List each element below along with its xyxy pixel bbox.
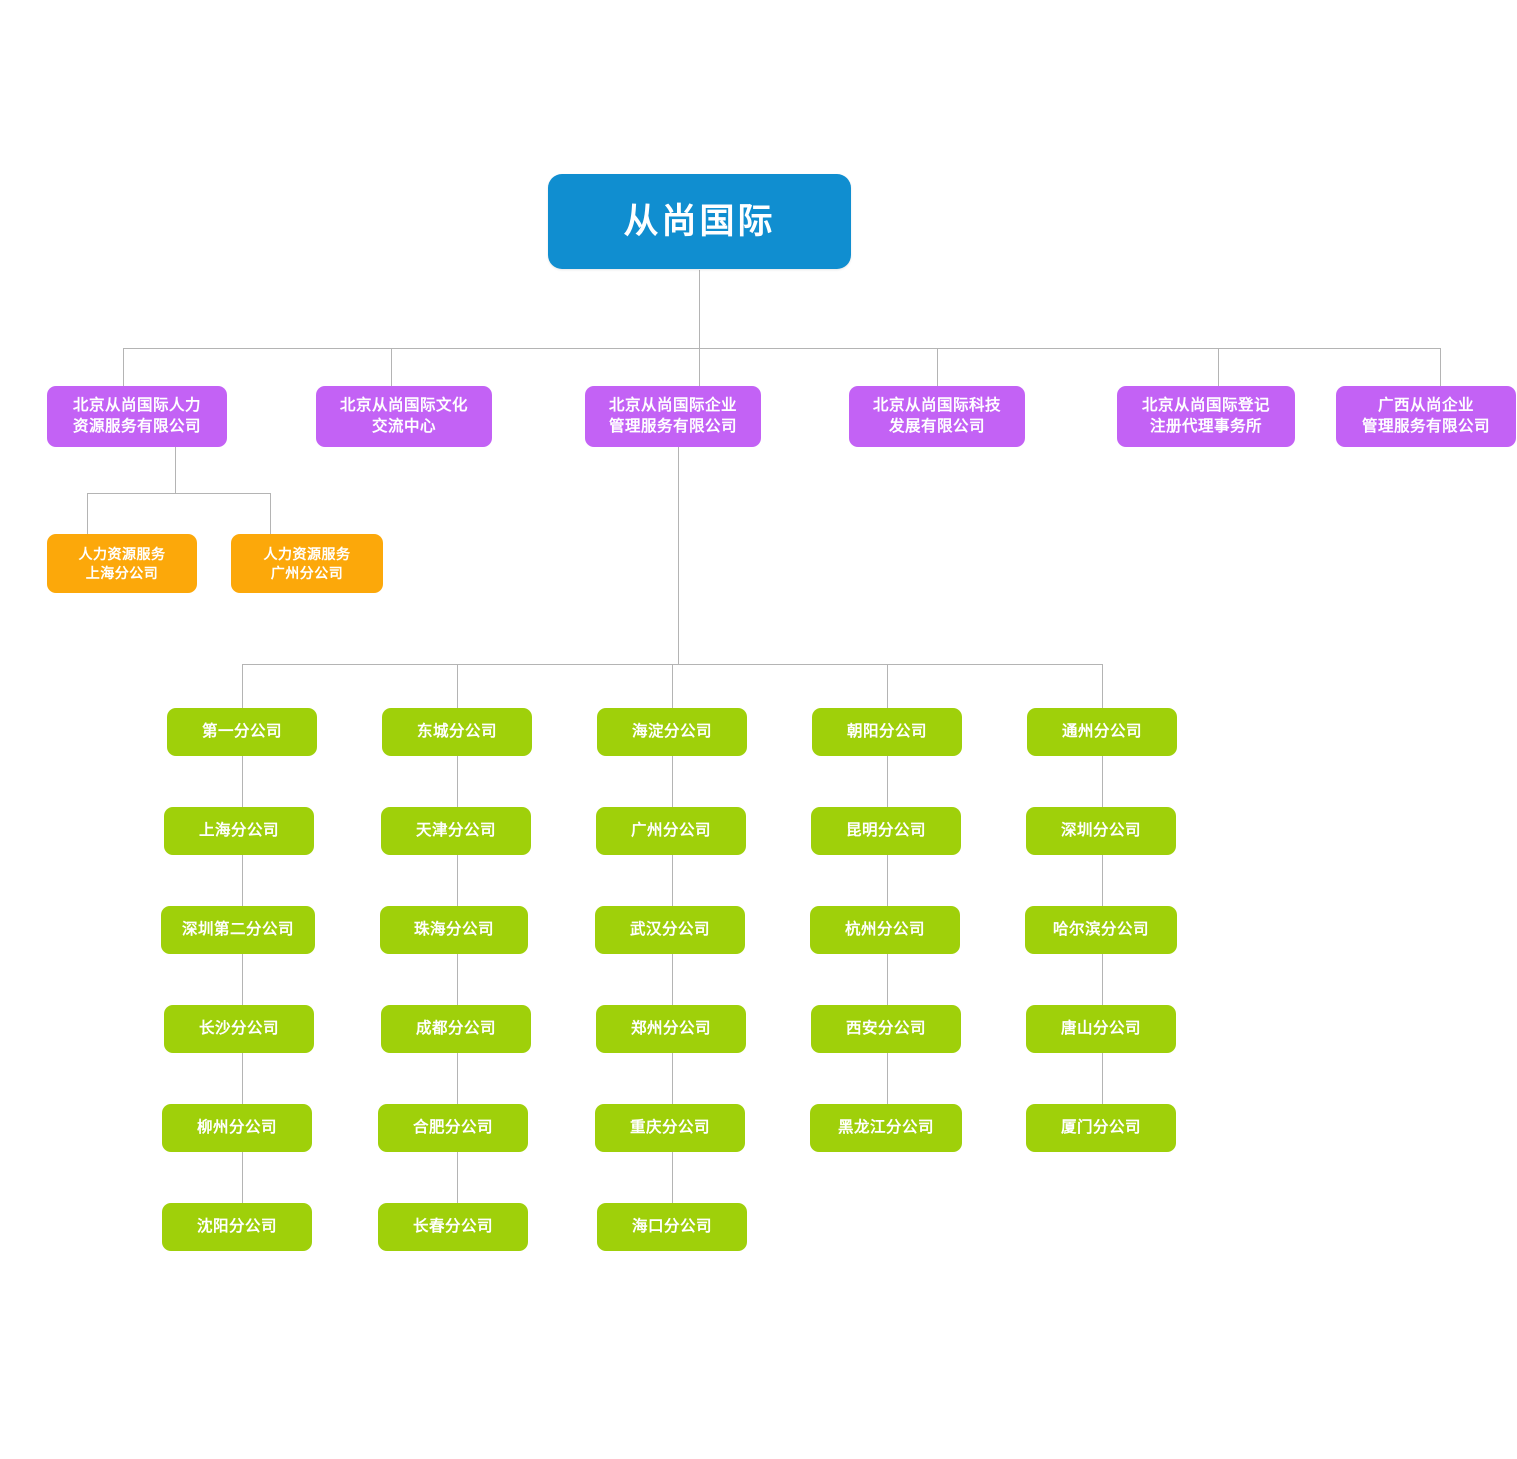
node-branch-c1-r2[interactable]: 上海分公司 [164, 807, 314, 855]
node-branch-c1-r6[interactable]: 沈阳分公司 [162, 1203, 312, 1251]
connector-division-drop-1 [123, 348, 124, 386]
node-branch-c3-r5[interactable]: 重庆分公司 [595, 1104, 745, 1152]
node-division-hr[interactable]: 北京从尚国际人力 资源服务有限公司 [47, 386, 227, 447]
node-branch-c5-r3[interactable]: 哈尔滨分公司 [1025, 906, 1177, 954]
node-branch-c1-r4[interactable]: 长沙分公司 [164, 1005, 314, 1053]
node-branch-c4-r5[interactable]: 黑龙江分公司 [810, 1104, 962, 1152]
node-branch-c2-r5[interactable]: 合肥分公司 [378, 1104, 528, 1152]
node-hr-branch-shanghai[interactable]: 人力资源服务 上海分公司 [47, 534, 197, 593]
node-branch-c3-r1[interactable]: 海淀分公司 [597, 708, 747, 756]
connector-column-spine-5 [1102, 664, 1103, 1131]
node-branch-c2-r2[interactable]: 天津分公司 [381, 807, 531, 855]
node-branch-c2-r6[interactable]: 长春分公司 [378, 1203, 528, 1251]
node-branch-c2-r1[interactable]: 东城分公司 [382, 708, 532, 756]
connector-hr-drop-2 [270, 493, 271, 534]
connector-division-drop-2 [391, 348, 392, 386]
connector-hr-drop-1 [87, 493, 88, 534]
connector-division-drop-6 [1440, 348, 1441, 386]
node-branch-c5-r2[interactable]: 深圳分公司 [1026, 807, 1176, 855]
node-branch-c3-r4[interactable]: 郑州分公司 [596, 1005, 746, 1053]
node-branch-c4-r3[interactable]: 杭州分公司 [810, 906, 960, 954]
node-branch-c4-r4[interactable]: 西安分公司 [811, 1005, 961, 1053]
node-root[interactable]: 从尚国际 [548, 174, 851, 269]
node-branch-c3-r2[interactable]: 广州分公司 [596, 807, 746, 855]
node-branch-c5-r1[interactable]: 通州分公司 [1027, 708, 1177, 756]
node-division-registration[interactable]: 北京从尚国际登记 注册代理事务所 [1117, 386, 1295, 447]
connector-division-bus [123, 348, 1440, 349]
node-branch-c4-r2[interactable]: 昆明分公司 [811, 807, 961, 855]
node-branch-c5-r4[interactable]: 唐山分公司 [1026, 1005, 1176, 1053]
node-branch-c3-r3[interactable]: 武汉分公司 [595, 906, 745, 954]
connector-division-drop-4 [937, 348, 938, 386]
node-branch-c3-r6[interactable]: 海口分公司 [597, 1203, 747, 1251]
connector-hr-stem [175, 447, 176, 494]
node-branch-c4-r1[interactable]: 朝阳分公司 [812, 708, 962, 756]
node-hr-branch-guangzhou[interactable]: 人力资源服务 广州分公司 [231, 534, 383, 593]
connector-division-drop-5 [1218, 348, 1219, 386]
connector-column-spine-4 [887, 664, 888, 1131]
node-branch-c1-r1[interactable]: 第一分公司 [167, 708, 317, 756]
node-branch-c2-r4[interactable]: 成都分公司 [381, 1005, 531, 1053]
connector-branch-trunk [678, 447, 679, 665]
node-division-guangxi[interactable]: 广西从尚企业 管理服务有限公司 [1336, 386, 1516, 447]
node-division-culture[interactable]: 北京从尚国际文化 交流中心 [316, 386, 492, 447]
node-branch-c2-r3[interactable]: 珠海分公司 [380, 906, 528, 954]
node-branch-c1-r5[interactable]: 柳州分公司 [162, 1104, 312, 1152]
node-branch-c1-r3[interactable]: 深圳第二分公司 [161, 906, 315, 954]
node-division-technology[interactable]: 北京从尚国际科技 发展有限公司 [849, 386, 1025, 447]
connector-hr-bus [87, 493, 271, 494]
node-division-enterprise-mgmt[interactable]: 北京从尚国际企业 管理服务有限公司 [585, 386, 761, 447]
connector-division-drop-3 [699, 348, 700, 386]
connector-root-stem [699, 270, 700, 349]
node-branch-c5-r5[interactable]: 厦门分公司 [1026, 1104, 1176, 1152]
